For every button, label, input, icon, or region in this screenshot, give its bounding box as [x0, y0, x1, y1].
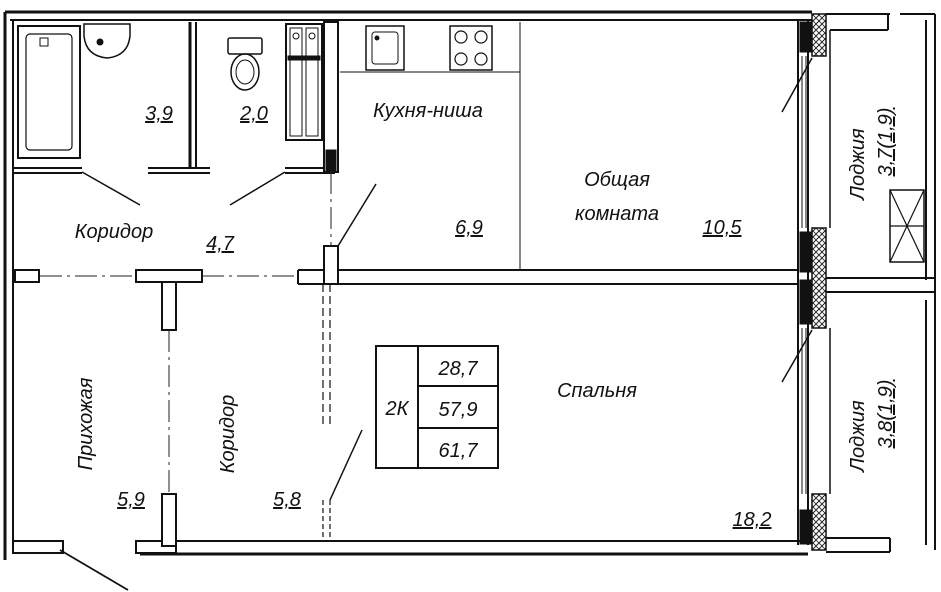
toilet-area: 2,0	[239, 103, 268, 125]
zone-lines	[40, 172, 332, 494]
kitchen-sink	[365, 25, 405, 71]
toilet-bowl	[227, 37, 263, 91]
bedroom-name: Спальня	[557, 380, 637, 402]
outer-walls	[3, 10, 812, 560]
hall-area: 5,9	[117, 489, 145, 511]
corridor-mid-name: Коридор	[217, 395, 239, 473]
corridor-mid-area: 5,8	[273, 489, 301, 511]
loggia-bottom-area: 3,8(1,9)	[875, 380, 897, 449]
total-area-value: 57,9	[439, 399, 478, 421]
loggia-top-area: 3,7(1,9)	[875, 108, 897, 177]
living-area-value: 28,7	[438, 358, 479, 380]
living-name-line1: Общая	[584, 169, 650, 191]
corridor-top-area: 4,7	[206, 233, 235, 255]
corridor-top-name: Коридор	[75, 221, 153, 243]
summary-table	[375, 345, 499, 469]
facade-wall	[781, 13, 936, 553]
living-name-line2: комната	[575, 203, 659, 225]
loggia-top-name: Лоджия	[847, 128, 869, 202]
shaft-pipes	[285, 23, 323, 141]
loggia-bottom-name: Лоджия	[847, 400, 869, 474]
apartment-type: 2К	[385, 398, 410, 420]
living-area: 10,5	[703, 217, 743, 239]
kitchen-name: Кухня-ниша	[373, 100, 483, 122]
bedroom-area: 18,2	[733, 509, 772, 531]
washbasin	[83, 23, 131, 59]
bathtub	[17, 25, 81, 159]
kitchen-area: 6,9	[455, 217, 483, 239]
interior-walls	[13, 21, 798, 591]
hall-name: Прихожая	[75, 377, 97, 470]
total-with-loggia-value: 61,7	[439, 440, 479, 462]
stove	[449, 25, 493, 71]
bathroom-area: 3,9	[145, 103, 173, 125]
